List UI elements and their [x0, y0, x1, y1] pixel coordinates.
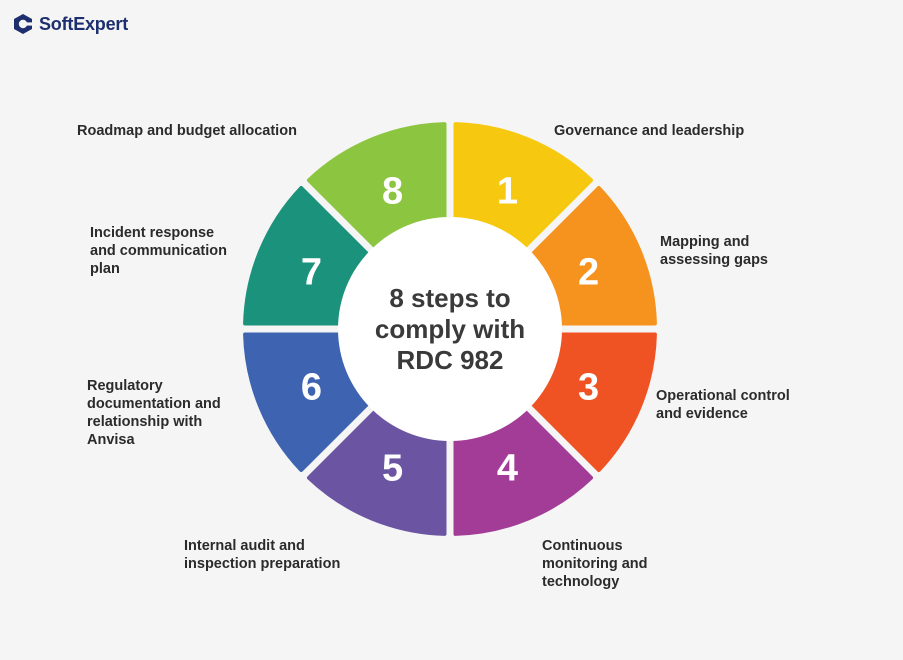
step-label-4-line: technology: [542, 574, 620, 590]
center-title-line-3: RDC 982: [397, 345, 504, 375]
step-number-8: 8: [382, 170, 403, 212]
brand-name: SoftExpert: [39, 13, 129, 34]
step-label-5-line: inspection preparation: [184, 556, 341, 572]
step-label-8-line: Roadmap and budget allocation: [77, 123, 297, 139]
step-number-4: 4: [497, 448, 518, 490]
step-number-1: 1: [497, 170, 518, 212]
step-label-3-line: Operational control: [656, 388, 790, 404]
step-label-6: Regulatory documentation and relationshi…: [87, 377, 221, 449]
step-label-5-line: Internal audit and: [184, 538, 305, 554]
step-label-6-line: documentation and: [87, 396, 221, 412]
step-label-4: Continuous monitoring and technology: [542, 537, 648, 591]
step-label-7-line: and communication: [90, 243, 227, 259]
step-label-4-line: Continuous: [542, 538, 623, 554]
step-label-2-line: assessing gaps: [660, 252, 768, 268]
step-label-3-line: and evidence: [656, 406, 748, 422]
brand-logo: SoftExpert: [12, 13, 128, 35]
step-number-3: 3: [578, 366, 599, 408]
step-label-8: Roadmap and budget allocation: [77, 122, 297, 140]
softexpert-logo-icon: [14, 14, 32, 34]
center-title-line-1: 8 steps to: [389, 283, 510, 313]
step-label-4-line: monitoring and: [542, 556, 648, 572]
step-label-7: Incident response and communication plan: [90, 224, 227, 278]
step-number-7: 7: [301, 252, 322, 294]
step-label-7-line: plan: [90, 261, 120, 277]
step-label-6-line: Regulatory: [87, 378, 163, 394]
step-label-1-line: Governance and leadership: [554, 123, 745, 139]
step-label-6-line: relationship with: [87, 414, 203, 430]
step-number-2: 2: [578, 252, 599, 294]
step-label-7-line: Incident response: [90, 225, 215, 241]
step-label-3: Operational control and evidence: [656, 387, 790, 423]
step-label-2: Mapping and assessing gaps: [660, 233, 768, 269]
center-circle: [338, 217, 562, 441]
step-number-5: 5: [382, 448, 403, 490]
step-label-5: Internal audit and inspection preparatio…: [184, 537, 340, 573]
step-number-6: 6: [301, 366, 322, 408]
step-label-6-line: Anvisa: [87, 432, 135, 448]
step-label-2-line: Mapping and: [660, 234, 750, 250]
center-title-line-2: comply with: [375, 314, 525, 344]
step-label-1: Governance and leadership: [554, 122, 744, 140]
